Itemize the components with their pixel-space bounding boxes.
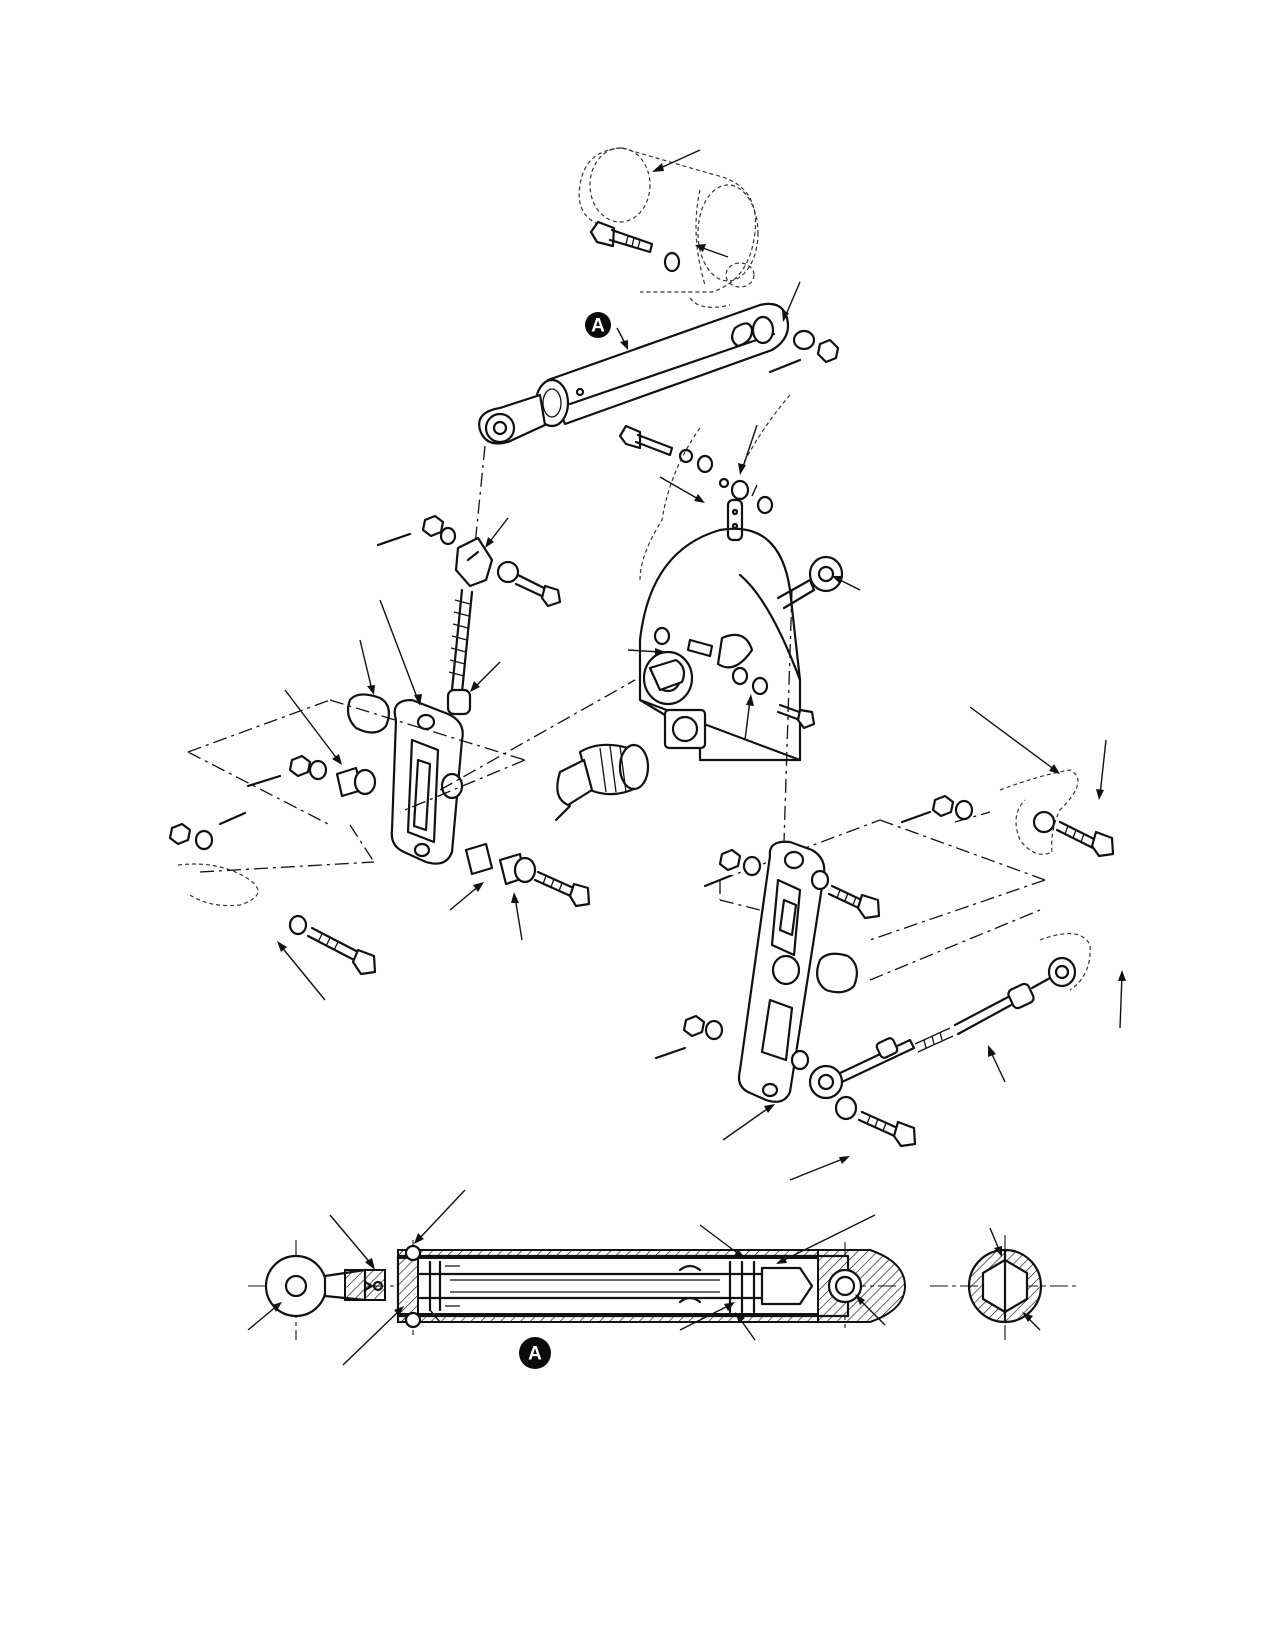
left-bellcrank [390,698,464,865]
gearbox-housing [638,527,802,762]
actuator-bolt [589,220,654,254]
lower-left-bolt [306,926,377,976]
structure-phantom [999,769,1079,855]
cotter-pin [703,874,732,888]
cotter-pin [654,1046,687,1060]
washer [731,666,749,686]
cotter-pin [900,810,932,824]
electrical-connector [554,743,650,822]
structure-phantom [177,863,259,907]
washer [439,526,457,546]
washer [834,1095,858,1121]
gearbox-bolt [776,703,816,730]
clevis-rod [448,536,494,694]
washer [742,855,762,877]
centerline [439,679,636,791]
bracket-phantom [187,699,526,873]
detail-a-badge-top: A [585,312,611,338]
actuator-assembly [478,302,790,445]
castle-nut [816,338,840,364]
section-view-a [248,1240,907,1340]
cotter-pin [768,358,802,374]
cotter-pin [246,774,282,788]
section-end-view [930,1235,1080,1340]
castle-nut [421,514,445,538]
washer [790,1049,810,1071]
rod-end-upper-right [776,555,844,610]
right-lower-bolt [857,1110,917,1148]
castle-nut [718,848,742,872]
callout-leaders [277,149,1126,1181]
washer [704,1019,724,1041]
washer [308,759,328,781]
centerline [474,445,486,546]
mount-phantom [639,394,791,581]
washer [792,329,816,351]
bushing [815,952,859,994]
jam-nut [446,688,472,716]
castle-nut [682,1014,706,1038]
upper-bolt-cluster [618,424,774,542]
svg-text:A: A [528,1344,542,1365]
bushing [346,693,391,734]
right-upper-bolt [1055,820,1115,858]
svg-text:A: A [591,316,605,337]
structure-phantom [1039,933,1091,991]
lower-center-hardware [464,842,591,908]
castle-nut [168,822,192,846]
washer [288,914,308,936]
clevis-bolt [514,573,562,608]
washer [653,626,671,646]
cotter-pin [376,532,412,547]
washer [751,676,769,696]
washer [810,869,830,891]
right-bellcrank [737,840,826,1103]
washer [194,829,214,851]
bushing [353,768,377,796]
castle-nut [931,794,955,818]
washer [663,251,681,273]
centerline [783,589,793,843]
castle-nut [288,754,312,778]
section-leaders [247,1189,1041,1366]
washer [1032,810,1056,834]
bracket [686,638,714,658]
detail-a-badge-bottom: A [519,1337,551,1369]
adjustable-rod [808,956,1077,1100]
cotter-pin [218,811,247,826]
actuator-housing-phantom [578,147,759,308]
washer [954,799,974,821]
washer [496,560,520,584]
right-mid-bolt [827,884,881,920]
